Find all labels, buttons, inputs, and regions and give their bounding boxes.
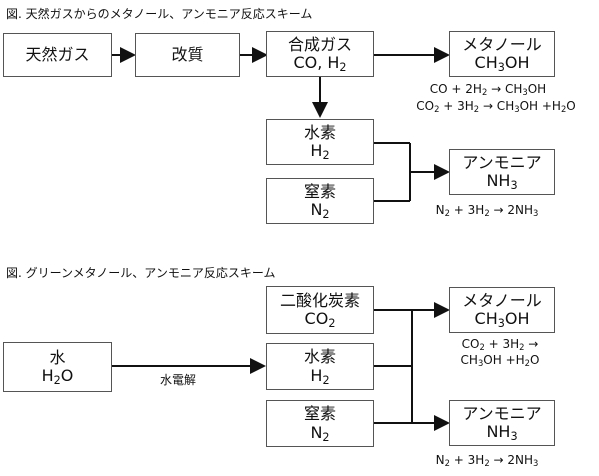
reforming-label: 改質 [171, 44, 204, 64]
hydrogen2-label: 水素 [303, 347, 336, 367]
ammonia-formula: NH3 [486, 171, 518, 192]
hydrogen2-formula: H2 [310, 365, 330, 387]
box-hydrogen: 水素 H2 [266, 119, 374, 165]
box-nitrogen: 窒素 N2 [266, 178, 374, 224]
ammonia-equation-1: N2 + 3H2 → 2NH3 [435, 203, 539, 219]
ammonia-equation-2: N2 + 3H2 → 2NH3 [435, 453, 539, 469]
natural-gas-label: 天然ガス [25, 44, 90, 64]
diagram2-title: 図. グリーンメタノール、アンモニア反応スキーム [6, 266, 276, 280]
box-natural-gas: 天然ガス [3, 33, 112, 77]
ammonia-label: アンモニア [462, 152, 542, 172]
box-methanol-2: メタノール CH3OH [449, 287, 555, 333]
diagram1-title: 図. 天然ガスからのメタノール、アンモニア反応スキーム [6, 7, 313, 21]
box-syngas: 合成ガス CO, H2 [266, 31, 374, 77]
methanol-label: メタノール [462, 34, 542, 54]
electrolysis-label: 水電解 [160, 373, 197, 387]
methanol2-label: メタノール [462, 290, 542, 310]
box-nitrogen-2: 窒素 N2 [266, 400, 374, 447]
methanol2-formula: CH3OH [474, 309, 530, 330]
ammonia2-label: アンモニア [462, 403, 542, 423]
nitrogen2-formula: N2 [310, 422, 330, 444]
box-co2: 二酸化炭素 CO2 [266, 286, 374, 334]
water-label: 水 [49, 347, 66, 367]
box-ammonia: アンモニア NH3 [449, 149, 555, 195]
box-hydrogen-2: 水素 H2 [266, 343, 374, 390]
nitrogen-formula: N2 [310, 200, 330, 221]
methanol-equation-2: CO2 + 3H2 → CH3OH +H2O [416, 99, 576, 115]
box-ammonia-2: アンモニア NH3 [449, 400, 555, 446]
methanol-equation-green-1: CO2 + 3H2 → [461, 337, 539, 353]
syngas-label: 合成ガス [287, 34, 352, 54]
methanol-equation-green-2: CH3OH +H2O [460, 353, 540, 369]
hydrogen-formula: H2 [310, 141, 330, 162]
co2-formula: CO2 [304, 309, 336, 330]
water-formula: H2O [41, 366, 74, 387]
nitrogen2-label: 窒素 [303, 404, 336, 424]
hydrogen-label: 水素 [303, 122, 336, 142]
box-reforming: 改質 [135, 33, 240, 77]
syngas-formula: CO, H2 [293, 53, 347, 74]
box-water: 水 H2O [3, 342, 112, 392]
nitrogen-label: 窒素 [303, 181, 336, 201]
co2-label: 二酸化炭素 [279, 290, 360, 310]
methanol-equation-1: CO + 2H2 → CH3OH [429, 82, 547, 98]
ammonia2-formula: NH3 [486, 422, 518, 443]
methanol-formula: CH3OH [474, 53, 530, 74]
box-methanol: メタノール CH3OH [449, 31, 555, 77]
